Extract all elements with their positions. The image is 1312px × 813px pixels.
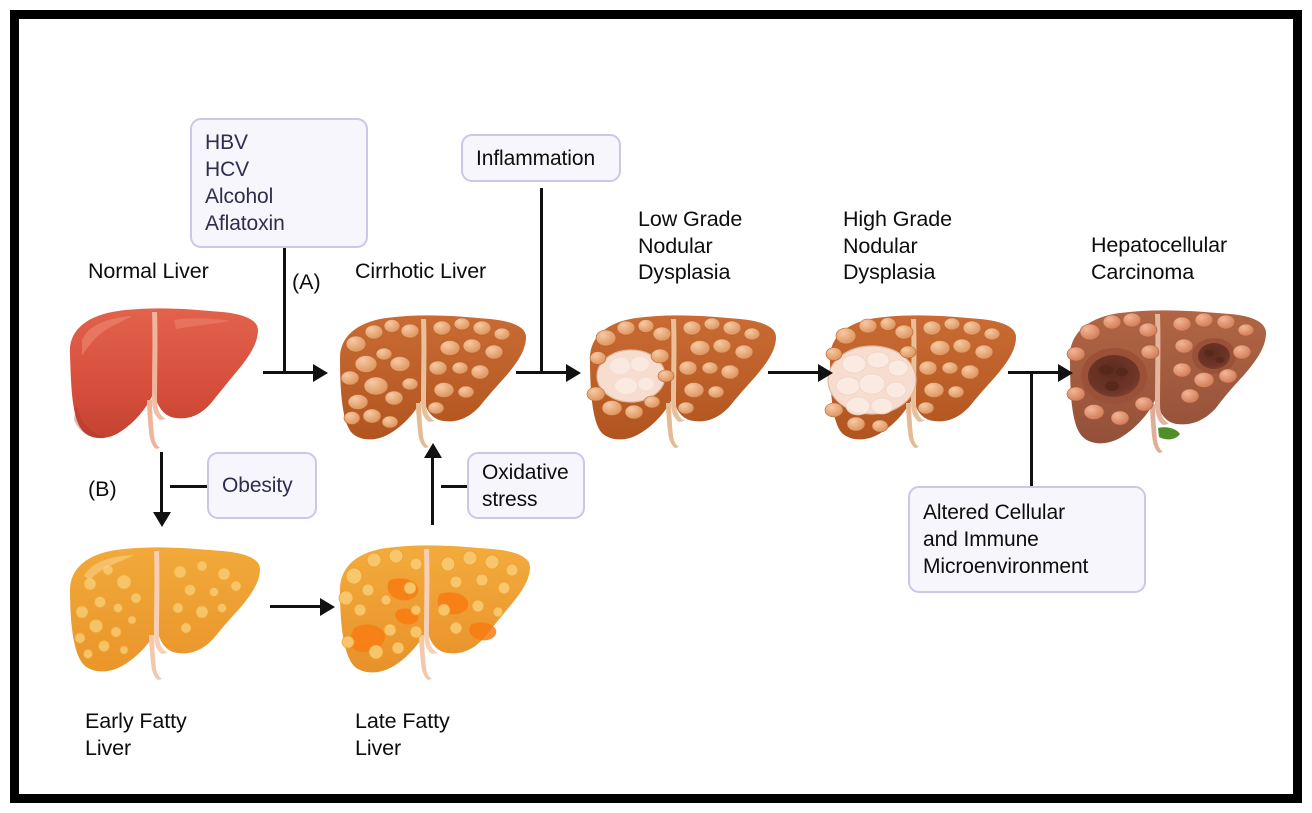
oxidative-stress-connector-dash [441,485,467,488]
label-high-grade-dysplasia: High Grade Nodular Dysplasia [843,207,952,284]
callout-inflammation-text: Inflammation [476,146,596,170]
early-fatty-liver-illustration [62,540,267,690]
label-hepatocellular-carcinoma: Hepatocellular Carcinoma [1091,233,1228,284]
arrow-lowgrade-to-highgrade-shaft [768,371,820,374]
arrow-highgrade-to-hcc-shaft [1008,371,1060,374]
callout-inflammation[interactable]: Inflammation [461,134,621,182]
pathway-letter-a: (A) [292,270,321,294]
callout-oxidative-stress[interactable]: Oxidative stress [467,452,585,519]
hepatocellular-carcinoma-liver-illustration [1062,300,1272,465]
normal-liver-illustration [62,296,262,456]
high-grade-dysplasia-liver-illustration [822,306,1022,456]
callout-risk-factors-text: HBV HCV Alcohol Aflatoxin [205,131,285,235]
callout-oxidative-stress-text: Oxidative stress [482,460,569,511]
arrow-earlyfatty-to-latefatty-shaft [270,605,322,608]
latefatty-to-cirrhotic-shaft [431,457,434,525]
callout-obesity[interactable]: Obesity [207,452,317,519]
callout-obesity-text: Obesity [222,474,293,497]
callout-microenvironment[interactable]: Altered Cellular and Immune Microenviron… [908,486,1146,593]
arrow-cirrhotic-to-lowgrade-shaft [516,371,568,374]
label-early-fatty-liver: Early Fatty Liver [85,709,187,760]
arrow-lowgrade-to-highgrade-head [818,363,833,382]
microenvironment-connector-line [1030,373,1033,486]
callout-risk-factors[interactable]: HBV HCV Alcohol Aflatoxin [190,118,368,248]
label-cirrhotic-liver: Cirrhotic Liver [355,259,487,283]
arrow-earlyfatty-to-latefatty-head [320,597,335,616]
label-late-fatty-liver: Late Fatty Liver [355,709,450,760]
arrow-normal-to-cirrhotic-shaft [263,371,315,374]
arrow-normal-to-cirrhotic-head [313,363,328,382]
latefatty-to-cirrhotic-arrow-head [423,443,442,458]
inflammation-connector-line [540,188,543,373]
late-fatty-liver-illustration [332,536,537,691]
label-normal-liver: Normal Liver [88,259,209,283]
cirrhotic-liver-illustration [332,306,532,456]
arrow-highgrade-to-hcc-head [1058,363,1073,382]
pathway-letter-b: (B) [88,477,117,501]
callout-microenvironment-text: Altered Cellular and Immune Microenviron… [923,501,1089,578]
label-low-grade-dysplasia: Low Grade Nodular Dysplasia [638,207,743,284]
risk-factor-connector-line [283,248,286,373]
low-grade-dysplasia-liver-illustration [582,306,782,456]
obesity-connector-dash [170,485,207,488]
pathway-b-shaft [160,452,163,514]
pathway-b-arrow-head [152,512,171,527]
arrow-cirrhotic-to-lowgrade-head [566,363,581,382]
